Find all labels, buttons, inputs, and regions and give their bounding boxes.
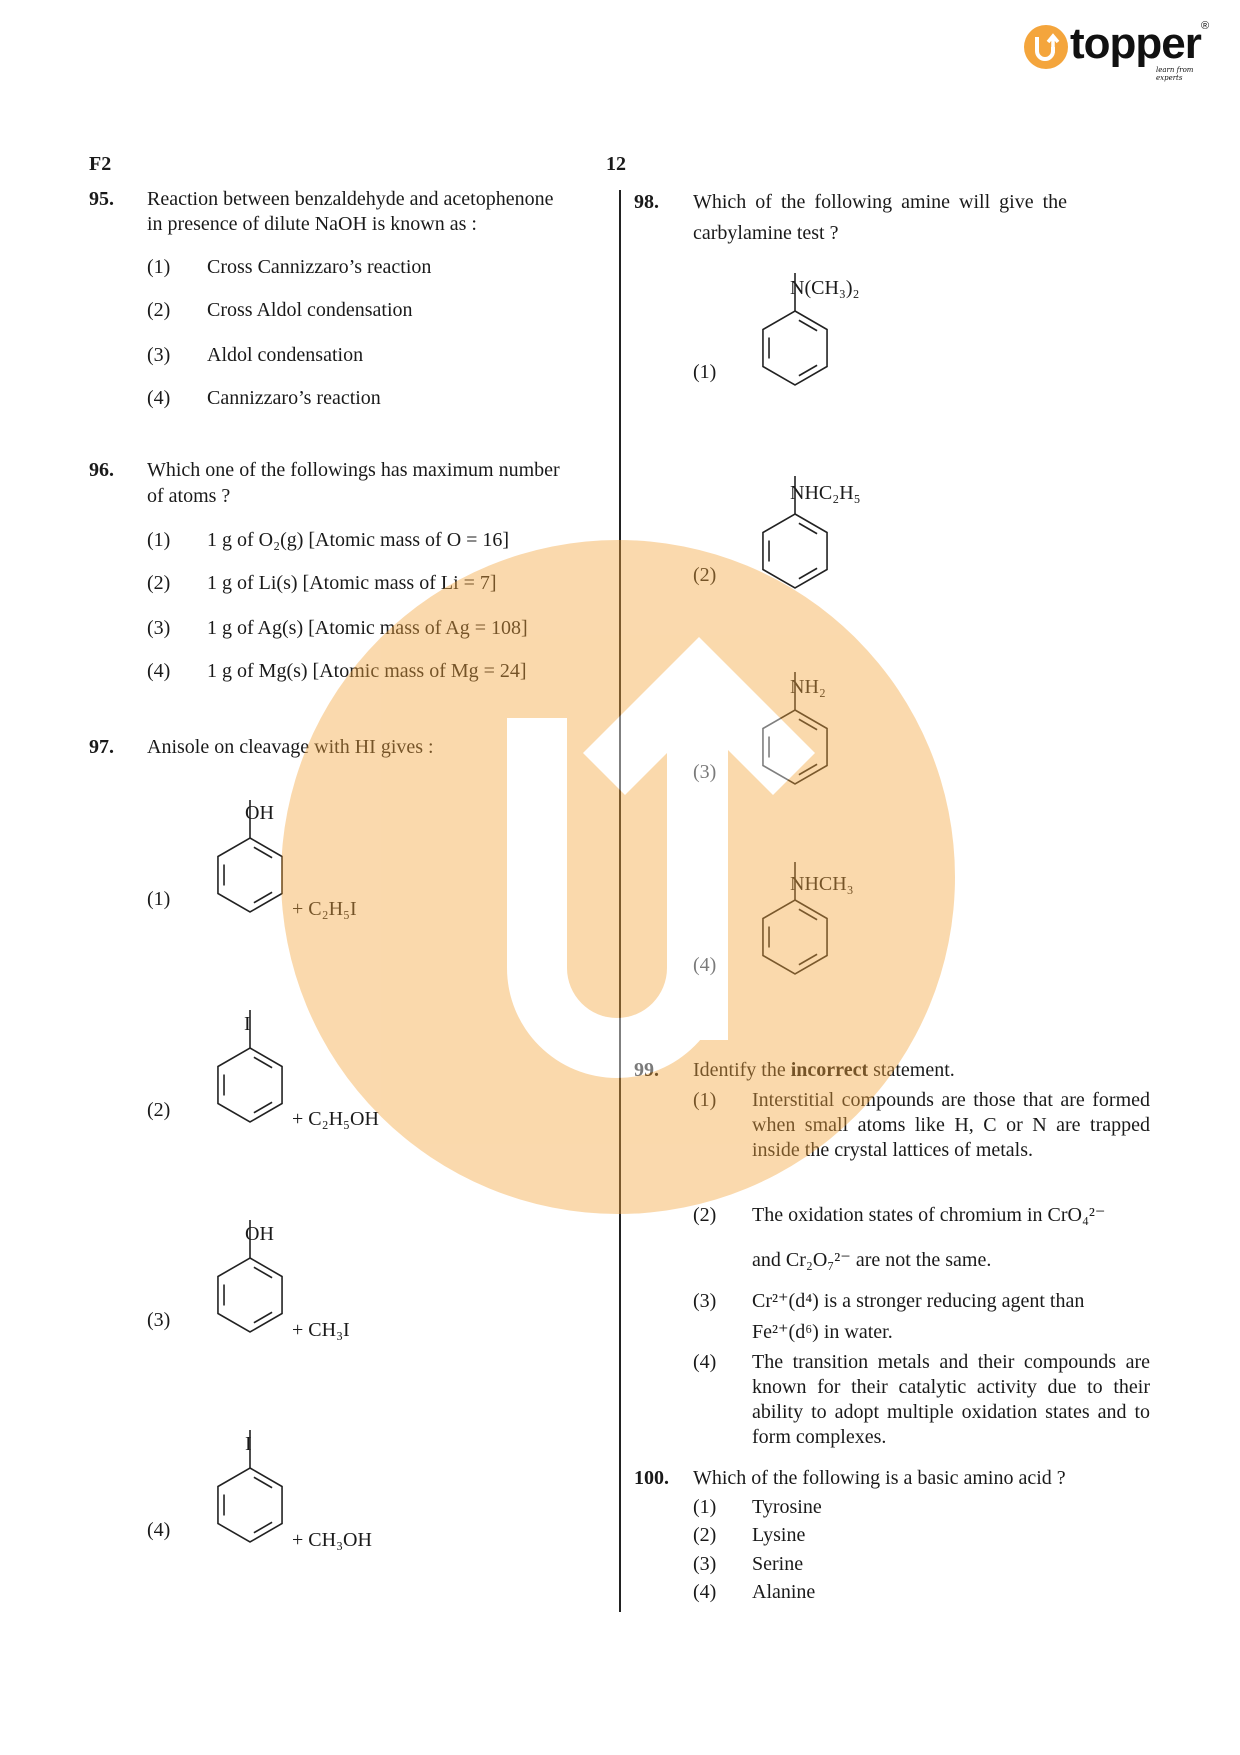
q100-option-number: (2) <box>693 1524 717 1546</box>
q99-text: Identify the incorrect statement. <box>693 1058 955 1082</box>
q100-option-text: Serine <box>752 1553 804 1575</box>
benzene-ring-icon <box>210 1010 290 1123</box>
q97-option-number: (4) <box>147 1519 171 1541</box>
q99-text-bold: incorrect <box>790 1059 869 1081</box>
q96-number: 96. <box>89 459 114 481</box>
q95-option-number: (3) <box>147 344 171 366</box>
q98-option-number: (1) <box>693 361 717 383</box>
brand-tagline: learn from experts <box>1156 66 1194 82</box>
q98-text-line1: Which of the following amine will give t… <box>693 191 1068 213</box>
q95-option-number: (1) <box>147 256 171 278</box>
substituent-label: OH <box>245 802 274 824</box>
q100-option-number: (4) <box>693 1581 717 1603</box>
q97-text: Anisole on cleavage with HI gives : <box>147 736 434 758</box>
q100-option-text: Alanine <box>752 1581 816 1603</box>
q100-text: Which of the following is a basic amino … <box>693 1467 1066 1489</box>
q95-option-text: Aldol condensation <box>207 344 364 366</box>
q95-option-text: Cross Aldol condensation <box>207 299 413 321</box>
q95-option-text: Cannizzaro’s reaction <box>207 387 381 409</box>
topper-logo: topper learn from experts ® <box>1018 19 1218 82</box>
q96-option-number: (2) <box>147 572 171 594</box>
benzene-ring-icon <box>755 476 835 589</box>
q99-number: 99. <box>634 1059 659 1081</box>
benzene-ring-icon <box>755 672 835 785</box>
q96-option-text: 1 g of O₂(g) [Atomic mass of O = 16] <box>207 529 510 551</box>
q95-option-number: (4) <box>147 387 171 409</box>
substituent-label: NHCH₃ <box>790 873 854 895</box>
substituent-label: I <box>245 1433 252 1455</box>
q99-option-text-line2: and Cr₂O₇²⁻ are not the same. <box>752 1249 992 1271</box>
q99-option-number: (1) <box>693 1089 717 1111</box>
q96-option-text: 1 g of Ag(s) [Atomic mass of Ag = 108] <box>207 617 528 639</box>
substituent-label: NH₂ <box>790 676 826 698</box>
benzene-ring-icon <box>755 273 835 386</box>
benzene-ring-icon <box>210 1430 290 1543</box>
q98-text-line2: carbylamine test ? <box>693 222 839 244</box>
q98-option-number: (3) <box>693 761 717 783</box>
product-text: + C₂H₅OH <box>292 1108 379 1130</box>
benzene-ring-icon <box>210 1220 290 1333</box>
q95-text-line2: in presence of dilute NaOH is known as : <box>147 213 477 235</box>
q99-text-pre: Identify the <box>693 1059 791 1081</box>
product-text: + CH₃OH <box>292 1529 372 1551</box>
q99-text-post: statement. <box>868 1059 955 1081</box>
page-number: 12 <box>606 153 626 175</box>
q95-text-line1: Reaction between benzaldehyde and acetop… <box>147 188 554 210</box>
q96-option-number: (1) <box>147 529 171 551</box>
q98-option-number: (4) <box>693 954 717 976</box>
q96-text-line2: of atoms ? <box>147 485 231 507</box>
q96-text-line1: Which one of the followings has maximum … <box>147 459 560 481</box>
q98-number: 98. <box>634 191 659 213</box>
q99-option-text: Interstitial compounds are those that ar… <box>752 1089 1150 1161</box>
product-text: + CH₃I <box>292 1319 350 1341</box>
q97-number: 97. <box>89 736 114 758</box>
q95-option-text: Cross Cannizzaro’s reaction <box>207 256 432 278</box>
benzene-ring-icon <box>210 800 290 913</box>
benzene-ring-icon <box>755 862 835 975</box>
q99-option-number: (4) <box>693 1351 717 1373</box>
registered-mark: ® <box>1201 20 1210 32</box>
q100-number: 100. <box>634 1467 669 1489</box>
q99-option-text: Cr²⁺(d⁴) is a stronger reducing agent th… <box>752 1290 1085 1312</box>
q98-option-number: (2) <box>693 564 717 586</box>
brand-name: topper <box>1070 19 1202 68</box>
column-divider <box>619 190 621 1612</box>
q99-option-number: (2) <box>693 1204 717 1226</box>
q96-option-number: (4) <box>147 660 171 682</box>
q100-option-number: (3) <box>693 1553 717 1575</box>
q97-option-number: (1) <box>147 888 171 910</box>
q95-option-number: (2) <box>147 299 171 321</box>
substituent-label: NHC₂H₅ <box>790 482 861 504</box>
q97-option-number: (2) <box>147 1099 171 1121</box>
substituent-label: N(CH₃)₂ <box>790 277 860 299</box>
q100-option-text: Tyrosine <box>752 1496 822 1518</box>
paper-code: F2 <box>89 153 112 175</box>
q96-option-number: (3) <box>147 617 171 639</box>
q100-option-number: (1) <box>693 1496 717 1518</box>
q97-option-number: (3) <box>147 1309 171 1331</box>
q95-number: 95. <box>89 188 114 210</box>
substituent-label: I <box>244 1013 251 1035</box>
topper-logo-icon <box>1024 25 1068 69</box>
product-text: + C₂H₅I <box>292 898 357 920</box>
q99-option-text: The oxidation states of chromium in CrO₄… <box>752 1204 1106 1226</box>
q96-option-text: 1 g of Mg(s) [Atomic mass of Mg = 24] <box>207 660 527 682</box>
q99-option-text: The transition metals and their compound… <box>752 1351 1150 1448</box>
q96-option-text: 1 g of Li(s) [Atomic mass of Li = 7] <box>207 572 497 594</box>
substituent-label: OH <box>245 1223 274 1245</box>
q99-option-text-line2: Fe²⁺(d⁶) in water. <box>752 1321 893 1343</box>
q100-option-text: Lysine <box>752 1524 806 1546</box>
q99-option-number: (3) <box>693 1290 717 1312</box>
